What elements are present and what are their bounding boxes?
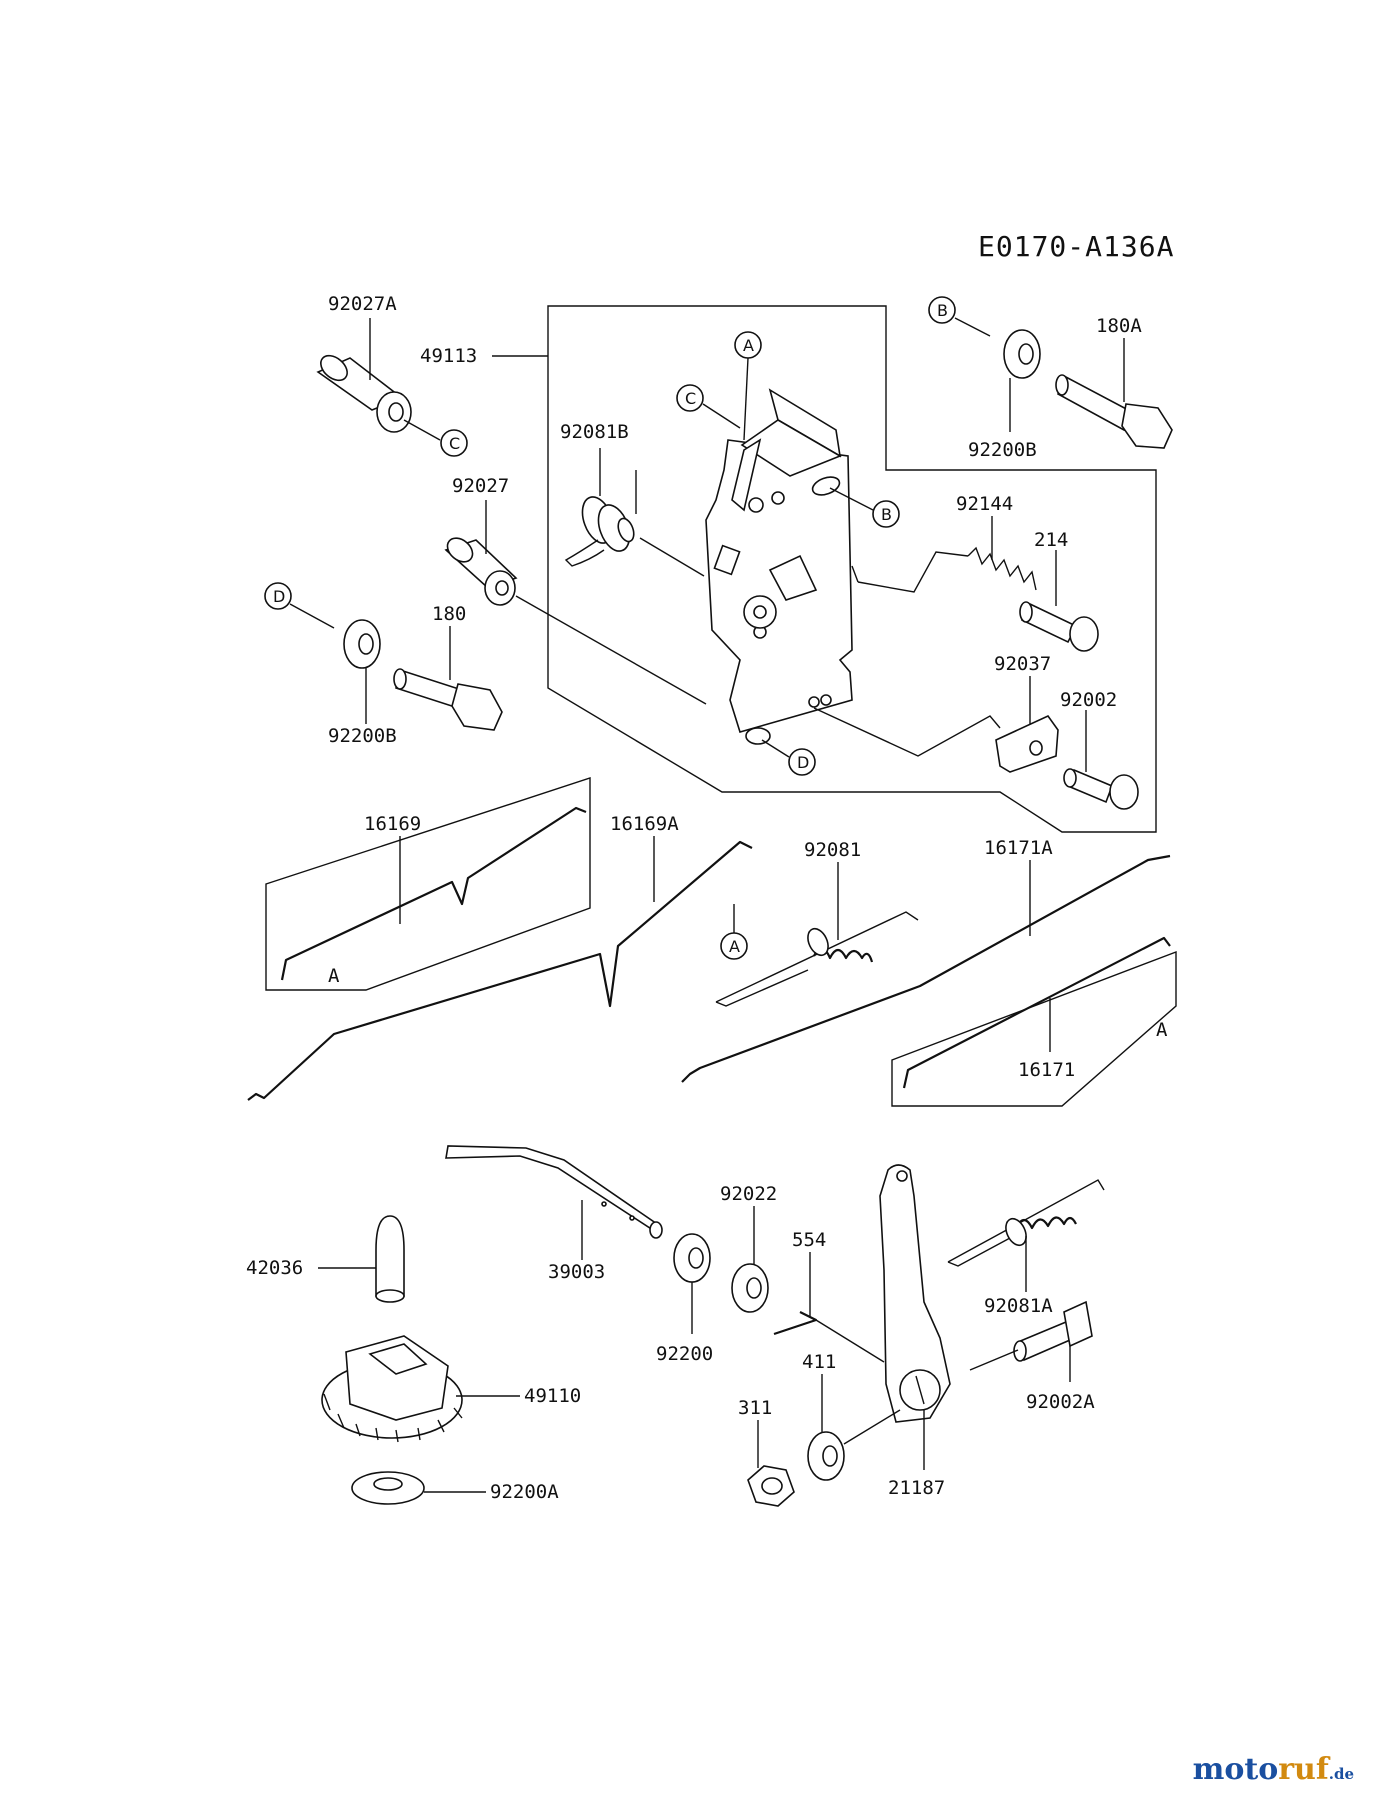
part-92002A-bolt[interactable] — [1013, 1300, 1093, 1362]
label-411: 411 — [802, 1351, 836, 1373]
part-16171A-rod[interactable] — [681, 854, 1171, 1083]
label-42036: 42036 — [246, 1257, 303, 1279]
label-16169A: 16169A — [610, 813, 679, 835]
part-92200-washer[interactable] — [673, 1233, 711, 1283]
part-411-washer[interactable] — [807, 1431, 845, 1481]
ref-b-marker: B — [872, 500, 900, 528]
label-16171: 16171 — [1018, 1059, 1075, 1081]
ref-a-box-2: A — [1156, 1019, 1168, 1041]
part-92200B-washer-left[interactable] — [343, 619, 381, 669]
label-92027A: 92027A — [328, 293, 397, 315]
part-92022-washer[interactable] — [731, 1263, 769, 1313]
part-92081A-spring[interactable] — [947, 1179, 1105, 1267]
site-watermark: motoruf.de — [1192, 1752, 1354, 1787]
ref-d-marker: D — [788, 748, 816, 776]
part-214-screw[interactable] — [1019, 601, 1099, 652]
svg-text:A: A — [743, 336, 754, 355]
ref-a-box-1: A — [328, 965, 340, 987]
part-92027-collar[interactable] — [443, 533, 518, 606]
label-21187: 21187 — [888, 1477, 945, 1499]
part-92081B-spring[interactable] — [564, 493, 637, 567]
ref-b-marker-2: B — [928, 296, 956, 324]
part-16169A-rod[interactable] — [247, 840, 753, 1101]
label-39003: 39003 — [548, 1261, 605, 1283]
label-92144: 92144 — [956, 493, 1013, 515]
part-92027A-collar[interactable] — [316, 351, 412, 433]
part-180-bolt[interactable] — [393, 668, 503, 731]
label-16171A: 16171A — [984, 837, 1053, 859]
svg-text:B: B — [937, 301, 948, 320]
svg-text:B: B — [881, 505, 892, 524]
label-180A: 180A — [1096, 315, 1142, 337]
svg-text:C: C — [449, 434, 460, 453]
label-92200: 92200 — [656, 1343, 713, 1365]
part-39003-shaft[interactable] — [445, 1145, 663, 1239]
label-92200B-right: 92200B — [968, 439, 1037, 461]
label-49113: 49113 — [420, 345, 477, 367]
diagram-code: E0170-A136A — [978, 230, 1174, 263]
label-92081B: 92081B — [560, 421, 629, 443]
label-92081: 92081 — [804, 839, 861, 861]
label-92002: 92002 — [1060, 689, 1117, 711]
part-92037-clamp[interactable] — [995, 714, 1059, 773]
svg-text:D: D — [273, 587, 285, 606]
part-311-nut[interactable] — [747, 1465, 795, 1507]
label-92037: 92037 — [994, 653, 1051, 675]
part-42036-cap[interactable] — [375, 1215, 405, 1303]
label-92022: 92022 — [720, 1183, 777, 1205]
svg-text:A: A — [729, 937, 740, 956]
label-92027: 92027 — [452, 475, 509, 497]
part-21187-lever[interactable] — [879, 1164, 951, 1423]
label-554: 554 — [792, 1229, 826, 1251]
label-49110: 49110 — [524, 1385, 581, 1407]
part-control-plate[interactable] — [705, 388, 853, 745]
part-16171-rod[interactable] — [902, 936, 1171, 1089]
part-92081-spring[interactable] — [715, 911, 919, 1007]
svg-text:C: C — [685, 389, 696, 408]
svg-text:D: D — [797, 753, 809, 772]
label-92200B-left: 92200B — [328, 725, 397, 747]
ref-c-marker-2: C — [676, 384, 704, 412]
label-92002A: 92002A — [1026, 1391, 1095, 1413]
part-180A-bolt[interactable] — [1055, 374, 1173, 449]
label-92081A: 92081A — [984, 1295, 1053, 1317]
label-92200A: 92200A — [490, 1481, 559, 1503]
ref-a-marker-2: A — [720, 932, 748, 960]
part-16169-rod[interactable] — [280, 806, 587, 981]
ref-c-marker: C — [440, 429, 468, 457]
label-16169: 16169 — [364, 813, 421, 835]
label-311: 311 — [738, 1397, 772, 1419]
part-49110-gear[interactable] — [321, 1335, 463, 1443]
label-214: 214 — [1034, 529, 1068, 551]
part-92144-spring[interactable] — [851, 546, 1037, 593]
ref-d-marker-2: D — [264, 582, 292, 610]
part-92002-screw[interactable] — [1063, 768, 1139, 810]
part-92200B-washer-right[interactable] — [1003, 329, 1041, 379]
label-180: 180 — [432, 603, 466, 625]
part-92200A-washer[interactable] — [351, 1471, 425, 1505]
ref-a-marker: A — [734, 331, 762, 359]
